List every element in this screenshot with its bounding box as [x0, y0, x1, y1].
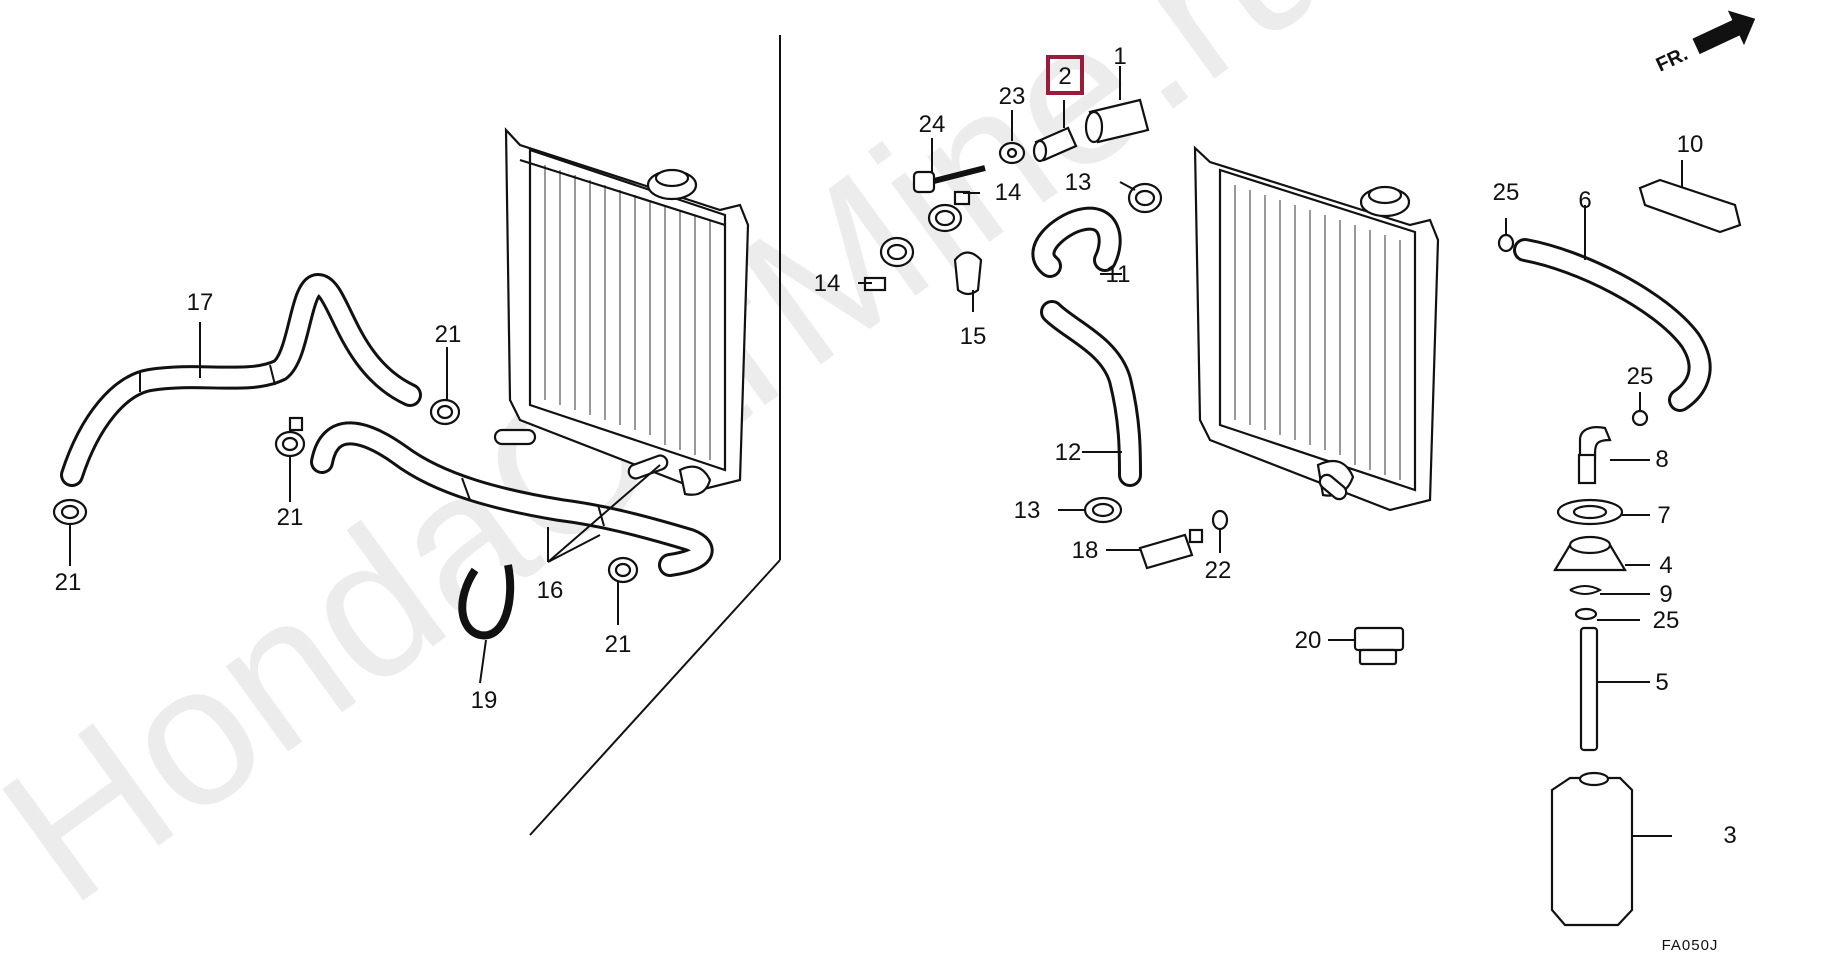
callout-25-b: 25 [1627, 363, 1654, 390]
part-9-clip [1569, 585, 1603, 595]
part-21-clamp-d [607, 556, 639, 584]
hose-17 [60, 273, 422, 487]
leader-lines [69, 66, 1683, 837]
callouts: 1 2 3 4 5 6 7 8 9 10 11 12 13 13 14 14 1… [55, 43, 1737, 849]
front-direction-arrow: FR. [1653, 10, 1756, 77]
callout-14-upper: 14 [995, 179, 1022, 206]
part-20-clip [1353, 626, 1405, 666]
callout-12: 12 [1055, 439, 1082, 466]
part-22-washer [1211, 509, 1229, 531]
highlight-box-part-2 [1046, 55, 1084, 95]
part-2-pipe [1032, 126, 1078, 163]
part-25-clip-a [1497, 233, 1515, 253]
callout-21-c: 21 [55, 569, 82, 596]
part-3-reservoir [1550, 771, 1634, 927]
part-19-band [458, 564, 515, 640]
part-21-clamp-a [429, 398, 461, 426]
callout-25-a: 25 [1493, 179, 1520, 206]
callout-13-lower: 13 [1014, 497, 1041, 524]
part-7-gasket [1556, 498, 1624, 526]
part-1-cap [1084, 98, 1150, 144]
radiator-right [1193, 145, 1440, 512]
callout-11: 11 [1106, 261, 1131, 288]
drawing-code: FA050J [1662, 937, 1719, 954]
callout-21-a: 21 [435, 321, 462, 348]
callout-8: 8 [1655, 446, 1668, 473]
part-13-clamp-lower [1083, 496, 1123, 524]
hose-11 [1031, 206, 1122, 278]
callout-5: 5 [1655, 669, 1668, 696]
callout-4: 4 [1659, 552, 1672, 579]
part-18-sensor [1138, 528, 1204, 570]
part-8-elbow [1577, 426, 1612, 485]
callout-18: 18 [1072, 537, 1099, 564]
callout-24: 24 [919, 111, 946, 138]
callout-7: 7 [1657, 502, 1670, 529]
part-13-clamp-upper [1127, 182, 1163, 214]
hose-12 [1040, 300, 1142, 487]
callout-19: 19 [471, 687, 498, 714]
hose-6 [1513, 238, 1712, 412]
part-21-clamp-b [274, 416, 306, 458]
callout-2: 2 [1058, 63, 1071, 90]
hose-16 [310, 421, 714, 577]
part-25-clip-b [1631, 409, 1649, 427]
callout-21-b: 21 [277, 504, 304, 531]
callout-22: 22 [1205, 557, 1232, 584]
callout-9: 9 [1659, 581, 1672, 608]
part-24-bolt [912, 165, 986, 194]
callout-23: 23 [999, 83, 1026, 110]
callout-13-upper: 13 [1065, 169, 1092, 196]
callout-16: 16 [537, 577, 564, 604]
callout-15: 15 [960, 323, 987, 350]
front-label: FR. [1653, 43, 1691, 77]
callout-17: 17 [187, 289, 214, 316]
callout-6: 6 [1578, 187, 1591, 214]
part-5-tube [1579, 626, 1599, 752]
part-25-clip-c [1574, 607, 1598, 621]
part-15-bracket [953, 251, 983, 296]
callout-14-lower: 14 [814, 270, 841, 297]
radiator-left [493, 127, 750, 496]
part-21-clamp-c [52, 498, 88, 526]
part-14-clamp-upper [927, 190, 971, 233]
callout-25-c: 25 [1653, 607, 1680, 634]
callout-1: 1 [1113, 43, 1126, 70]
callout-20: 20 [1295, 627, 1322, 654]
callout-3: 3 [1723, 822, 1736, 849]
panel-edge-diagonal [529, 559, 781, 836]
part-10-bracket [1638, 178, 1742, 234]
callout-21-d: 21 [605, 631, 632, 658]
part-4-cap [1553, 535, 1627, 572]
callout-10: 10 [1677, 131, 1704, 158]
